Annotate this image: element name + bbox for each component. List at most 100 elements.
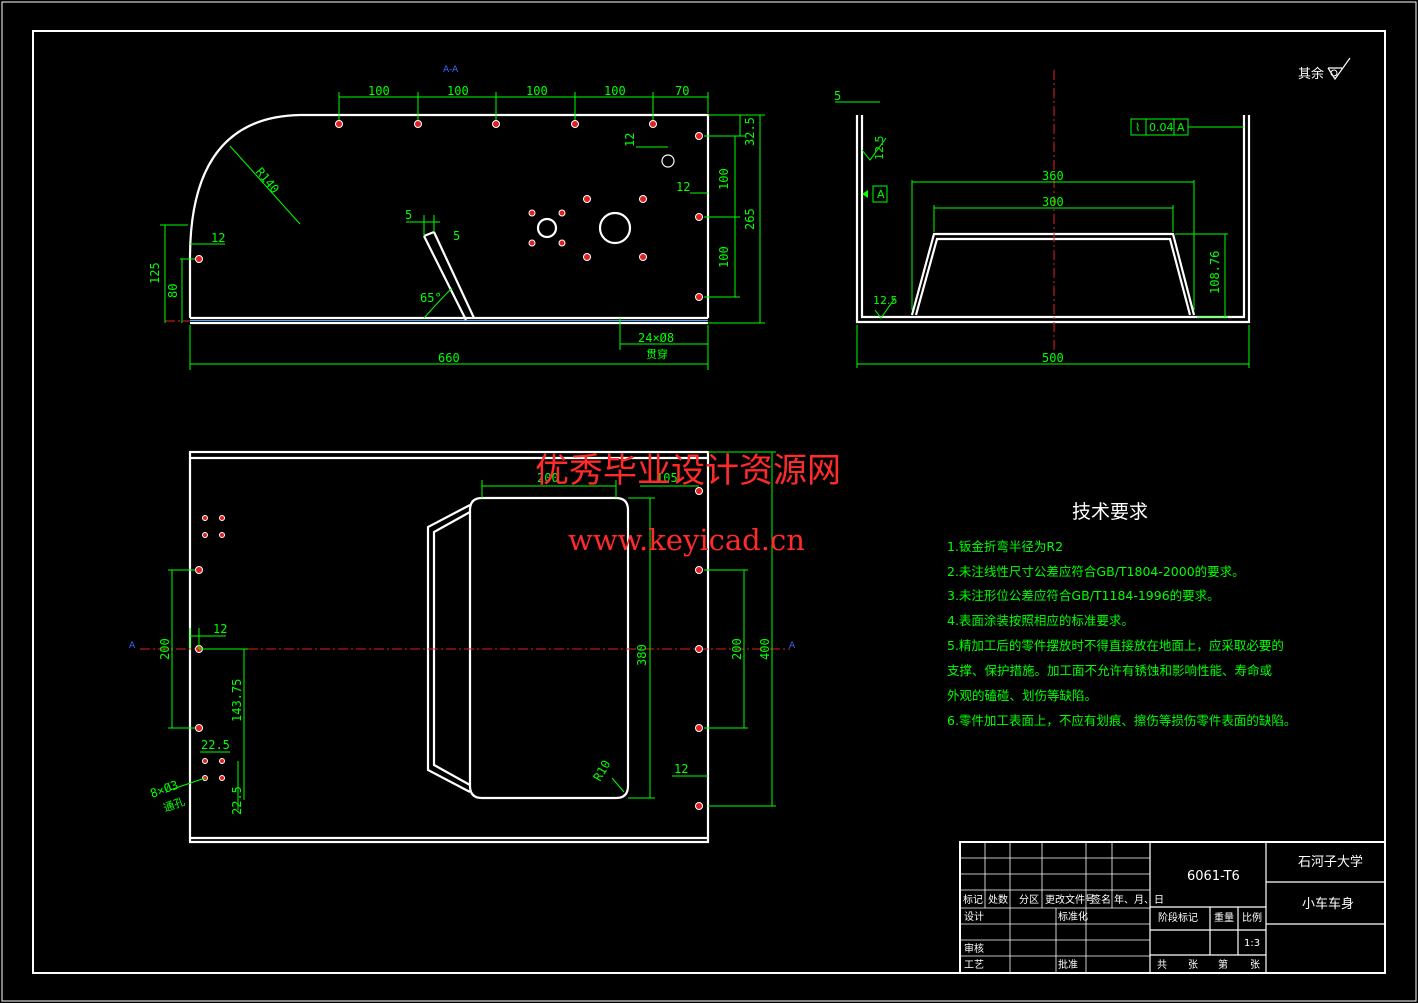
dim-660: 660	[438, 351, 460, 365]
roughness-12-5-b: 12.5	[873, 294, 898, 307]
tb-header-zone: 分区	[1019, 894, 1039, 906]
tech-item-5c: 外观的磕碰、划伤等缺陷。	[947, 688, 1097, 703]
tb-sheets-unit-a: 张	[1188, 959, 1198, 971]
dim-108-76: 108.76	[1208, 251, 1222, 294]
tb-scale: 1:3	[1244, 938, 1260, 949]
holes-callout: 24×Ø8	[638, 331, 674, 345]
dim-125: 125	[148, 262, 162, 284]
tech-item-5b: 支撑、保护措施。加工面不允许有锈蚀和影响性能、寿命或	[947, 663, 1273, 678]
tb-sheets-total: 共	[1157, 959, 1167, 971]
tolerance-symbol: ⌇	[1135, 121, 1140, 134]
dim-380: 380	[635, 644, 649, 666]
holes-callout-note: 贯穿	[646, 347, 668, 361]
dim-200-top: 200	[537, 471, 559, 485]
dim-12-plan-left: 12	[213, 622, 227, 636]
dim-200-left: 200	[158, 638, 172, 660]
tb-header-mark: 标记	[963, 894, 983, 906]
dim-12-left: 12	[211, 231, 225, 245]
watermark-url: www.keyicad.cn	[568, 523, 805, 557]
radius-leader	[229, 145, 301, 225]
dim-300: 300	[1042, 195, 1064, 209]
slanted-rib	[423, 230, 475, 321]
dim-radius-r10: R10	[590, 758, 613, 784]
tech-item-5: 5.精加工后的零件摆放时不得直接放在地面上，应采取必要的	[947, 638, 1284, 653]
inner-frame	[32, 30, 1386, 974]
section-mark-a-left: A	[129, 641, 136, 651]
tb-part-name: 小车车身	[1302, 896, 1354, 912]
roughness-12-5-a: 12.5	[873, 136, 886, 161]
tb-stage: 阶段标记	[1158, 911, 1198, 924]
tb-weight: 重量	[1214, 911, 1234, 924]
dim-hole-spacing-2: 100	[447, 84, 469, 98]
dim-5-b: 5	[453, 229, 460, 243]
tech-item-2: 2.未注线性尺寸公差应符合GB/T1804-2000的要求。	[947, 564, 1245, 579]
tb-scale-label: 比例	[1242, 911, 1262, 924]
tb-sheet-no: 第	[1218, 958, 1228, 971]
dim-400: 400	[758, 638, 772, 660]
dim-80: 80	[166, 284, 180, 298]
dim-265: 265	[743, 208, 757, 230]
plan-view-outline	[188, 450, 710, 844]
tolerance-datum: A	[1177, 121, 1185, 134]
motor-mount-small	[528, 209, 566, 247]
roughness-note: 其余	[1298, 57, 1351, 82]
tech-item-6: 6.零件加工表面上，不应有划痕、擦伤等损伤零件表面的缺陷。	[947, 713, 1296, 728]
dim-22-5-a: 22.5	[201, 738, 230, 752]
side-view-trapezoid	[910, 232, 1196, 316]
dim-32-5: 32.5	[743, 117, 757, 146]
tb-approve: 批准	[1058, 958, 1078, 971]
section-mark-a-right: A	[789, 641, 796, 651]
motor-mount-large	[583, 195, 647, 261]
dim-12-top: 12	[623, 133, 637, 147]
tb-process: 工艺	[964, 959, 984, 971]
dim-105: 105	[656, 471, 678, 485]
tb-material: 6061-T6	[1187, 869, 1240, 884]
plan-holes-right	[695, 487, 703, 810]
dim-12-mid: 12	[676, 180, 690, 194]
tb-review: 审核	[964, 942, 984, 955]
dim-hole-spacing-3: 100	[526, 84, 548, 98]
watermark-title: 优秀毕业设计资源网	[535, 451, 841, 491]
dim-radius-r140: R140	[253, 165, 282, 196]
tech-item-4: 4.表面涂装按照相应的标准要求。	[947, 613, 1134, 628]
tb-standardize: 标准化	[1058, 910, 1088, 923]
dim-100-b: 100	[717, 246, 731, 268]
svg-text:其余: 其余	[1298, 66, 1324, 82]
section-label-a-a: A-A	[443, 65, 459, 75]
geometric-tolerance-frame	[1130, 118, 1189, 136]
tb-sheets-unit-b: 张	[1250, 959, 1260, 971]
dim-500: 500	[1042, 351, 1064, 365]
dim-5-a: 5	[405, 208, 412, 222]
cutout-rect	[468, 496, 630, 800]
plan-holes-left	[195, 515, 225, 781]
dim-hole-spacing-4: 100	[604, 84, 626, 98]
front-view: A-A 100 100 100 100 70 32.5 12 12 100 10…	[148, 65, 765, 370]
tb-design: 设计	[964, 910, 984, 923]
tech-title: 技术要求	[1072, 501, 1148, 523]
dim-5: 5	[834, 89, 841, 103]
tech-item-1: 1.钣金折弯半径为R2	[947, 539, 1063, 554]
dim-22-5-b: 22.5	[230, 786, 244, 815]
dim-360: 360	[1042, 169, 1064, 183]
tb-header-change-doc: 更改文件号	[1045, 893, 1095, 906]
front-view-outline	[188, 113, 710, 318]
plan-holes-callout-note: 通孔	[162, 795, 187, 815]
datum-label: A	[877, 188, 885, 201]
side-view-outline	[855, 115, 1251, 324]
dim-hole-spacing-1: 100	[368, 84, 390, 98]
dim-hole-spacing-5: 70	[675, 84, 689, 98]
dim-143-75: 143.75	[230, 679, 244, 722]
datum-box	[872, 185, 888, 203]
dim-100-a: 100	[717, 168, 731, 190]
tolerance-value: 0.04	[1149, 121, 1174, 134]
top-hole-row	[335, 120, 657, 128]
tb-school: 石河子大学	[1298, 854, 1363, 870]
tb-header-date: 年、月、日	[1114, 893, 1164, 906]
dim-angle-65: 65°	[420, 291, 442, 305]
technical-requirements: 技术要求 1.钣金折弯半径为R2 2.未注线性尺寸公差应符合GB/T1804-2…	[947, 501, 1296, 728]
tb-header-count: 处数	[988, 893, 1008, 906]
tech-item-3: 3.未注形位公差应符合GB/T1184-1996的要求。	[947, 588, 1220, 603]
title-block: 标记 处数 分区 更改文件号 签名 年、月、日 设计 标准化 审核 工艺 批准 …	[959, 841, 1386, 974]
side-view: 5 12.5 12.5 A ⌇ 0.04 A 360 300 108.76 50…	[834, 70, 1251, 368]
